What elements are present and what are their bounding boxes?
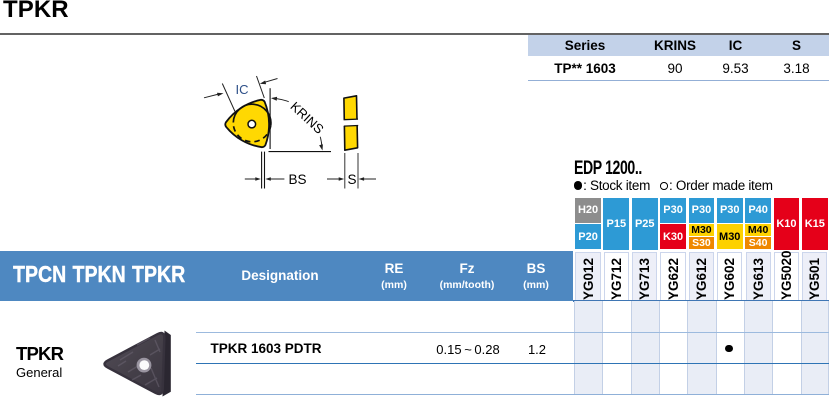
svg-text:BS: BS	[289, 172, 307, 187]
svg-text:IC: IC	[236, 82, 249, 97]
svg-text:S: S	[348, 172, 357, 187]
svg-text:KRINS: KRINS	[287, 99, 327, 137]
